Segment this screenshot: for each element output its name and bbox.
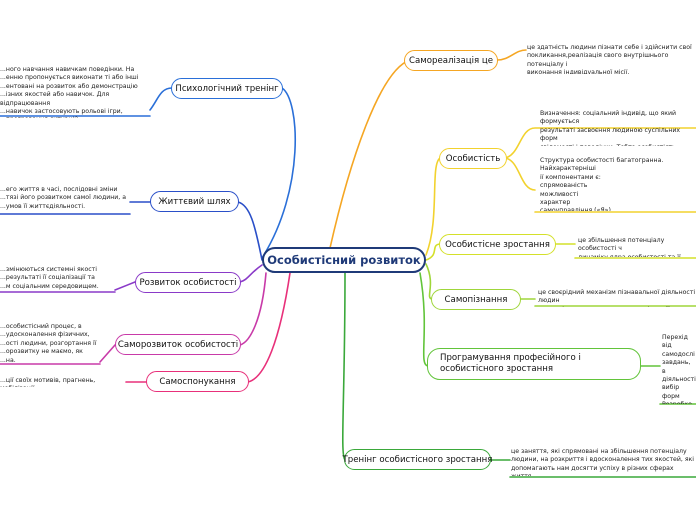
note-osobystist-structure: Структура особистості багатогранна. Найх…: [540, 157, 664, 211]
topic-prohramuvannia[interactable]: Програмування професійного і особистісно…: [427, 348, 641, 380]
underline-rozvytok: [0, 281, 136, 293]
note-samospon: ...ції своїх мотивів, прагнень, мобіліза…: [0, 377, 96, 387]
topic-samopiznannia[interactable]: Самопізнання: [431, 289, 521, 310]
topic-psykh-trening[interactable]: Психологічний тренінг: [171, 78, 283, 99]
note-osobystist-definition: Визначення: соціальний індивід, що який …: [540, 110, 681, 146]
topic-trening-zrostannia[interactable]: Тренінг особистісного зростання: [343, 449, 492, 470]
note-prohramuvannia: Перехід від самодослі завдань, в діяльно…: [662, 334, 696, 404]
topic-osobystist[interactable]: Особистість: [439, 148, 507, 169]
topic-rozvytok[interactable]: Розвиток особистості: [135, 272, 241, 293]
link-osobystist: [425, 157, 441, 256]
link-zrostannia: [425, 243, 441, 261]
underline-samorealizatsia: [496, 49, 527, 61]
underline-zhyttievyi: [0, 201, 151, 215]
link-samopiznannia: [425, 263, 433, 300]
note-rozvytok: ...змінюються системні якості ...результ…: [0, 266, 99, 290]
center-topic[interactable]: Особистісний розвиток: [262, 247, 426, 273]
underline-psykh: [0, 87, 173, 117]
underline-prohramuvannia: [639, 365, 696, 405]
link-psykh: [261, 87, 297, 259]
topic-samorozvytok[interactable]: Саморозвиток особистості: [115, 334, 241, 355]
link-samorozvytok: [239, 272, 267, 346]
underline-samopiznannia: [519, 298, 696, 307]
link-prohramuvannia: [419, 272, 429, 367]
underline-trening: [489, 459, 696, 478]
link-trening: [341, 272, 346, 461]
note-zhyttievyi: ...его життя в часі, послідовні зміни ..…: [0, 186, 127, 210]
topic-zhyttievyi[interactable]: Життєвий шлях: [150, 191, 239, 212]
note-samorozvytok: ...особистісний процес, в ...удосконален…: [0, 323, 97, 364]
note-trening-zrostannia: це заняття, які спрямовані на збільшення…: [511, 448, 694, 476]
underline-osobystist: [504, 127, 696, 213]
link-zhyttievyi: [237, 201, 263, 261]
underline-samorozvytok: [0, 344, 116, 365]
note-psykh-trening: ...ного навчання навичкам поведінки. На …: [0, 66, 139, 118]
note-samorealizatsia: це здатність людини пізнати себе і здійс…: [527, 44, 692, 74]
topic-samospon[interactable]: Самоспонукання: [146, 371, 249, 392]
note-samopiznannia: це своєрідний механізм пізнавальної діял…: [538, 289, 696, 307]
note-zrostannia: це збільшення потенціалу особистості ч д…: [578, 237, 681, 257]
topic-zrostannia[interactable]: Особистісне зростання: [439, 234, 556, 255]
link-samospon: [247, 272, 291, 383]
link-samorealizatsia: [329, 59, 411, 249]
link-rozvytok: [239, 264, 263, 283]
underline-zrostannia: [554, 243, 696, 259]
topic-samorealizatsia[interactable]: Самореалізація це: [404, 50, 498, 71]
